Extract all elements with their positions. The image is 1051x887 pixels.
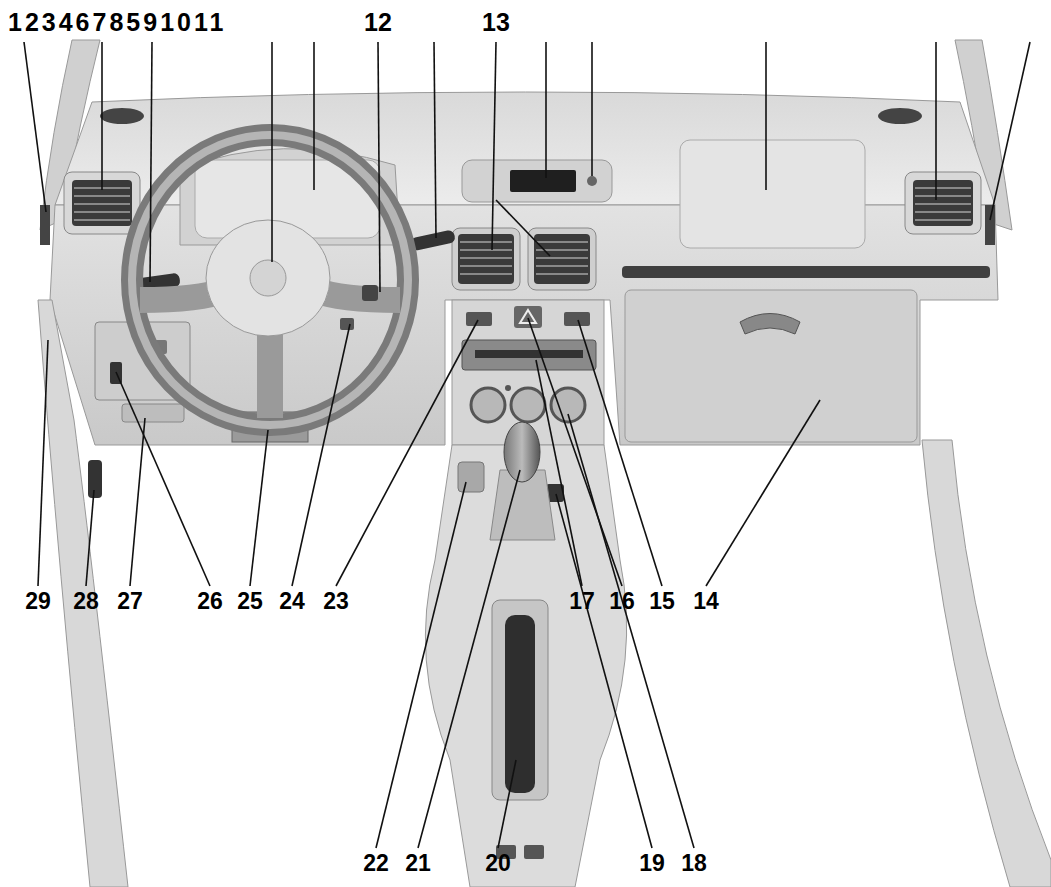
window-switch (524, 845, 544, 859)
switch (466, 312, 492, 326)
speaker (878, 108, 922, 124)
display (510, 170, 576, 192)
callout-number: 24 (279, 590, 305, 613)
handbrake (505, 615, 535, 793)
callout-number: 1234678591011 (8, 10, 226, 35)
callout-number: 21 (405, 852, 431, 875)
hazard-switch (514, 306, 542, 328)
steering-wheel (132, 135, 408, 425)
callout-number: 15 (649, 590, 675, 613)
side-vent (905, 172, 981, 234)
callout-number: 26 (197, 590, 223, 613)
callout-number: 16 (609, 590, 635, 613)
speaker (100, 108, 144, 124)
airbag-panel (680, 140, 865, 248)
bonnet-release (88, 460, 102, 498)
radio-slot (475, 350, 583, 358)
side-window-vent (40, 205, 50, 245)
dash-strip (622, 266, 990, 278)
callout-number: 13 (482, 10, 510, 35)
stalk (409, 229, 456, 251)
handbrake-slot (492, 600, 548, 800)
callout-number: 19 (639, 852, 665, 875)
center-vent (452, 228, 596, 290)
glove-handle (740, 314, 800, 335)
callout-number: 23 (323, 590, 349, 613)
gear-knob (504, 422, 540, 482)
callout-number: 22 (363, 852, 389, 875)
display-button (587, 176, 597, 186)
leader-line (24, 42, 1030, 848)
callout-number: 27 (117, 590, 143, 613)
callout-number: 18 (681, 852, 707, 875)
radio (462, 340, 596, 370)
side-window-vent (985, 205, 995, 245)
display-housing (462, 160, 612, 202)
callout-number: 29 (25, 590, 51, 613)
door-frame (922, 440, 1051, 887)
switch (564, 312, 590, 326)
storage-tray (458, 462, 484, 492)
callout-number: 14 (693, 590, 719, 613)
glove-box (625, 290, 917, 442)
callout-number: 20 (485, 852, 511, 875)
callout-number: 25 (237, 590, 263, 613)
hazard-symbol (520, 310, 536, 323)
callout-number: 28 (73, 590, 99, 613)
callout-number: 17 (569, 590, 595, 613)
callout-number: 12 (364, 10, 392, 35)
door-frame (38, 300, 128, 887)
